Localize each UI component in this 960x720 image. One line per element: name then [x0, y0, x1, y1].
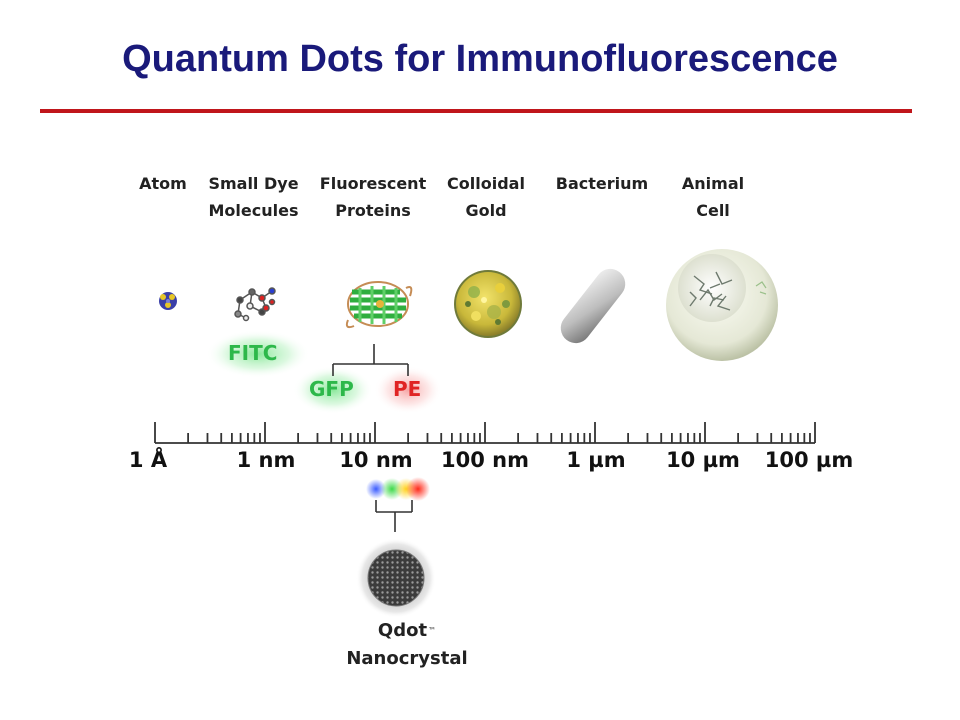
- gfp-label: GFP: [309, 377, 354, 401]
- scale-label-1um: 1 µm: [566, 448, 626, 472]
- scale-bar: [154, 422, 816, 444]
- atom-icon: [159, 292, 177, 310]
- qdot-bracket: [375, 500, 413, 532]
- pe-glow: [374, 366, 442, 414]
- category-fluorescent-proteins: Fluorescent Proteins: [309, 170, 437, 224]
- scale-label-100nm: 100 nm: [441, 448, 529, 472]
- category-animal-cell: Animal Cell: [668, 170, 758, 224]
- qdot-name: Qdot: [377, 620, 428, 641]
- colloidal-gold-icon: [454, 270, 522, 338]
- fitc-glow: [206, 330, 310, 378]
- category-bacterium-label: Bacterium: [555, 174, 649, 193]
- category-small-dye-line1: Small Dye: [208, 174, 299, 193]
- fitc-label: FITC: [228, 341, 278, 365]
- protein-bracket: [332, 344, 409, 376]
- category-cell-line2: Cell: [696, 201, 730, 220]
- qdot-name-line: Qdot™: [336, 617, 478, 645]
- category-gold-line1: Colloidal: [447, 174, 525, 193]
- scale-label-1a: 1 Å: [128, 448, 168, 472]
- animal-cell-icon: [666, 249, 778, 361]
- category-fp-line2: Proteins: [335, 201, 411, 220]
- protein-icon: [345, 281, 413, 329]
- slide-title: Quantum Dots for Immunofluorescence: [122, 38, 838, 80]
- scale-label-10nm: 10 nm: [339, 448, 413, 472]
- category-colloidal-gold: Colloidal Gold: [436, 170, 536, 224]
- scale-label-10um: 10 µm: [666, 448, 740, 472]
- bacterium-icon: [560, 268, 626, 344]
- category-gold-line2: Gold: [465, 201, 507, 220]
- qdot-icon: [356, 538, 436, 618]
- gfp-glow: [293, 366, 373, 414]
- category-atom-label: Atom: [139, 174, 187, 193]
- qdot-trademark: ™: [428, 626, 437, 635]
- category-bacterium: Bacterium: [546, 170, 658, 197]
- qdot-color-dots: [366, 477, 430, 501]
- qdot-label: Qdot™ Nanocrystal: [336, 617, 478, 673]
- scale-label-100um: 100 µm: [764, 448, 854, 472]
- dye-molecule-icon: [234, 287, 276, 322]
- category-small-dye-line2: Molecules: [208, 201, 299, 220]
- pe-label: PE: [393, 377, 422, 401]
- title-underline: [40, 109, 912, 113]
- qdot-nanocrystal: Nanocrystal: [346, 648, 468, 669]
- category-cell-line1: Animal: [681, 174, 745, 193]
- category-small-dye: Small Dye Molecules: [196, 170, 311, 224]
- scale-label-1nm: 1 nm: [236, 448, 296, 472]
- category-fp-line1: Fluorescent: [319, 174, 427, 193]
- category-atom: Atom: [133, 170, 193, 197]
